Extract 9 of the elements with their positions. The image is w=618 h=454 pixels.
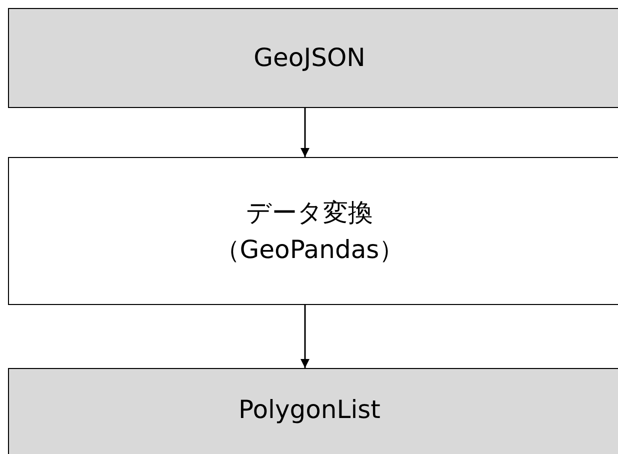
box-label: GeoJSON [254,42,366,74]
arrow [300,305,310,368]
process-box [8,368,618,454]
process-box [8,157,618,305]
arrow [300,108,310,157]
box-label: PolygonList [238,394,380,426]
process-box [8,8,618,108]
box-label: データ変換 [246,196,373,228]
box-label: （GeoPandas） [214,234,404,266]
